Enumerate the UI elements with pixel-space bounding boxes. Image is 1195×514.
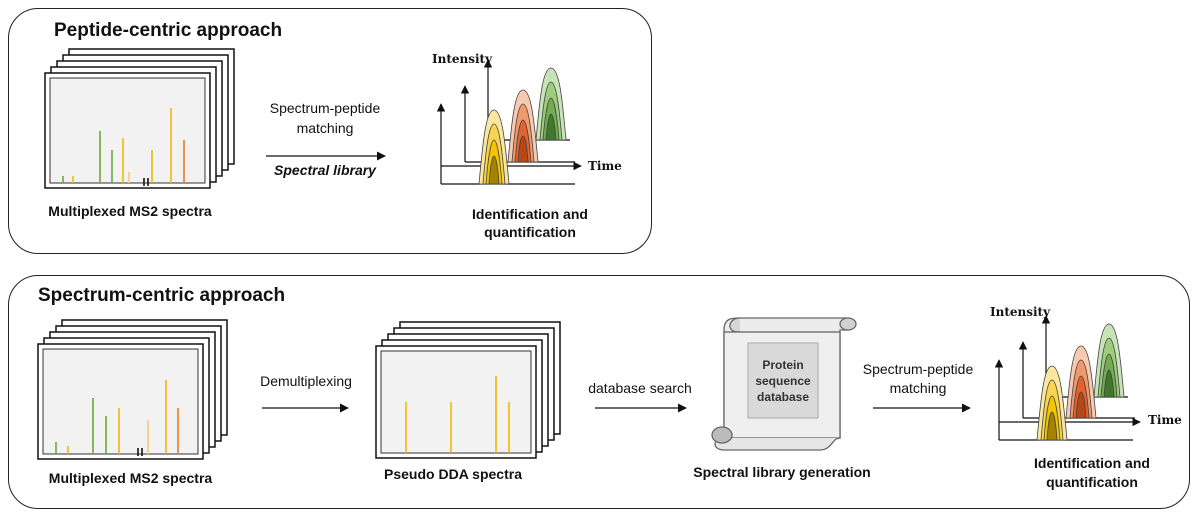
- result-line1-bottom: Identification and: [1034, 455, 1150, 471]
- database-search-label: database search: [588, 380, 692, 396]
- green-peak: [1093, 323, 1125, 398]
- result-line2-top: quantification: [484, 224, 576, 240]
- yellow-peak: [478, 109, 510, 185]
- multiplexed-spectra-stack-top: [44, 48, 235, 189]
- pseudo-dda-spectra-stack: [375, 321, 561, 459]
- spectrum-peptide-matching-label-bottom: Spectrum-peptide: [862, 361, 974, 377]
- matching-label-top: matching: [296, 120, 354, 136]
- spectral-library-label: Spectral library: [274, 162, 376, 178]
- time-axis-label-bottom: Time: [1148, 413, 1182, 427]
- peptide-centric-panel: [8, 8, 652, 254]
- protein-database-scroll-icon: [711, 317, 857, 451]
- result-line1-top: Identification and: [472, 206, 588, 222]
- spectrum-centric-title: Spectrum-centric approach: [38, 285, 286, 306]
- spectral-library-generation-label: Spectral library generation: [693, 464, 871, 480]
- green-peak: [535, 67, 567, 141]
- demultiplexing-label: Demultiplexing: [260, 373, 352, 389]
- multiplexed-ms2-label-bottom: Multiplexed MS2 spectra: [48, 470, 213, 486]
- pseudo-dda-spectra-label: Pseudo DDA spectra: [384, 466, 522, 482]
- yellow-peak: [1036, 365, 1068, 441]
- multiplexed-spectra-stack-bottom: [37, 319, 228, 460]
- database-line1: Protein: [762, 358, 804, 372]
- orange-peak: [1065, 345, 1097, 419]
- peptide-centric-title: Peptide-centric approach: [54, 20, 283, 41]
- multiplexed-ms2-label-top: Multiplexed MS2 spectra: [48, 203, 212, 219]
- intensity-axis-label-bottom: Intensity: [990, 305, 1051, 319]
- spectrum-centric-panel: [8, 275, 1190, 509]
- intensity-axis-label-top: Intensity: [432, 52, 493, 66]
- orange-peak: [507, 89, 539, 163]
- result-line2-bottom: quantification: [1046, 474, 1138, 490]
- spectrum-peptide-matching-label-top: Spectrum-peptide: [269, 100, 381, 116]
- intensity-time-chart-top: [436, 59, 582, 185]
- database-line2: sequence: [755, 374, 811, 388]
- time-axis-label-top: Time: [588, 159, 622, 173]
- intensity-time-chart-bottom: [994, 315, 1141, 441]
- matching-label-bottom: matching: [889, 380, 947, 396]
- database-line3: database: [756, 390, 810, 404]
